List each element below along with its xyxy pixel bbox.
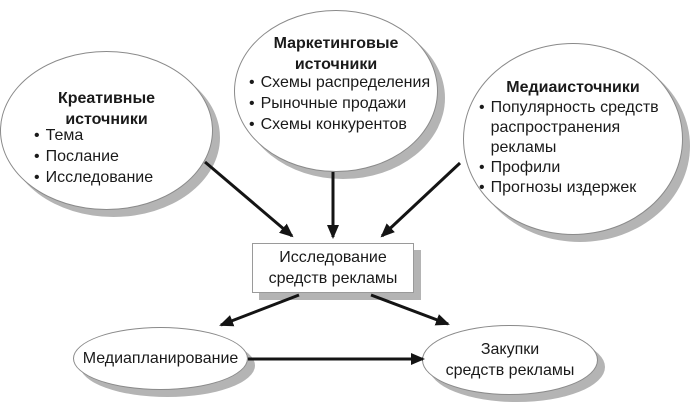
- bullet-icon: •: [34, 169, 40, 186]
- list-item-label: Схемы конкурентов: [260, 116, 407, 133]
- list-item: • Прогнозы издержек: [479, 178, 673, 198]
- node-media-planning: Медиапланирование: [73, 327, 248, 390]
- list-item: • Популярность средств распространения р…: [479, 98, 673, 158]
- bullet-icon: •: [34, 127, 40, 144]
- node-label: Закупки средств рекламы: [445, 341, 575, 379]
- list-item-label: Схемы распределения: [260, 74, 431, 91]
- bullet-list: • Популярность средств распространения р…: [479, 98, 673, 198]
- bullet-icon: •: [479, 159, 485, 176]
- bullet-list: • Тема • Послание • Исследование: [34, 125, 212, 188]
- bullet-icon: •: [479, 99, 485, 116]
- node-label: Медиапланирование: [82, 350, 239, 367]
- arrow-creative-to-research: [204, 160, 294, 238]
- node-media-sources: Медиаисточники • Популярность средств ра…: [463, 43, 683, 235]
- list-item-label: Исследование: [45, 169, 154, 186]
- list-item: • Послание: [34, 146, 212, 167]
- bullet-icon: •: [249, 74, 255, 91]
- list-item: • Схемы конкурентов: [249, 114, 437, 135]
- list-item: • Исследование: [34, 167, 212, 188]
- node-marketing-sources: Маркетинговые источники • Схемы распреде…: [234, 10, 438, 172]
- list-item-label: Тема: [45, 127, 84, 144]
- list-item: • Рыночные продажи: [249, 93, 437, 114]
- bullet-icon: •: [249, 95, 255, 112]
- arrow-media-to-research: [380, 161, 462, 238]
- bullet-icon: •: [479, 179, 485, 196]
- list-item-label: Прогнозы издержек: [490, 179, 637, 196]
- node-title: Медиаисточники: [506, 79, 640, 96]
- list-item: • Схемы распределения: [249, 72, 437, 93]
- node-creative-sources: Креативные источники • Тема • Послание •…: [0, 51, 213, 210]
- list-item-label: Профили: [490, 159, 561, 176]
- list-item: • Тема: [34, 125, 212, 146]
- node-research-box: Исследование средств рекламы: [252, 243, 414, 293]
- bullet-icon: •: [34, 148, 40, 165]
- node-media-purchases: Закупки средств рекламы: [422, 325, 598, 395]
- arrow-research-to-purchases: [370, 293, 450, 326]
- node-title: Креативные источники: [57, 90, 156, 128]
- node-title: Маркетинговые источники: [273, 35, 399, 73]
- bullet-list: • Схемы распределения • Рыночные продажи…: [249, 72, 437, 135]
- list-item-label: Рыночные продажи: [260, 95, 407, 112]
- list-item-label: Популярность средств распространения рек…: [490, 99, 659, 156]
- arrow-research-to-planning: [219, 293, 300, 327]
- list-item-label: Послание: [45, 148, 119, 165]
- node-label: Исследование средств рекламы: [268, 249, 398, 287]
- bullet-icon: •: [249, 116, 255, 133]
- list-item: • Профили: [479, 158, 673, 178]
